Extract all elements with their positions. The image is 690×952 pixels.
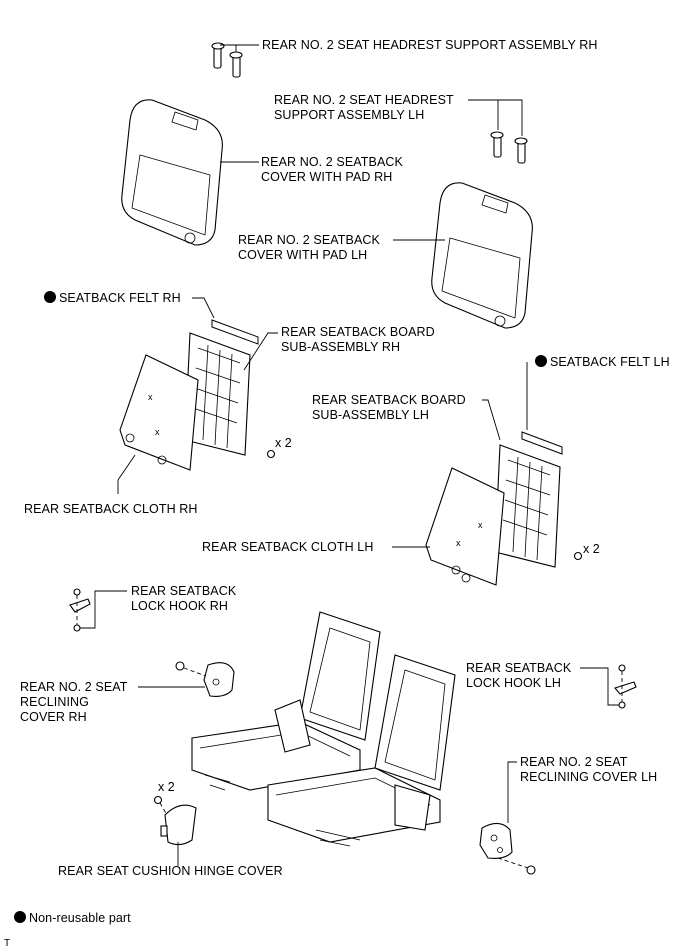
label-line: REAR NO. 2 SEATBACK xyxy=(261,155,403,169)
lock-hook-lh-drawing xyxy=(580,664,637,709)
lock-hook-rh-drawing xyxy=(69,588,127,632)
label-seatback-cloth-lh: REAR SEATBACK CLOTH LH xyxy=(202,540,374,554)
seatback-cover-lh-drawing xyxy=(393,182,533,329)
label-line: SUB-ASSEMBLY LH xyxy=(312,408,430,422)
seat-frame-rh-drawing xyxy=(191,611,381,791)
label-hinge-cover: REAR SEAT CUSHION HINGE COVER xyxy=(58,864,283,878)
svg-text:x: x xyxy=(148,392,153,402)
label-line: REAR SEATBACK BOARD xyxy=(312,393,466,407)
quantity-screw-lh: x 2 xyxy=(583,542,600,556)
seatback-cover-rh-drawing xyxy=(121,99,259,246)
label-line: COVER WITH PAD RH xyxy=(261,170,393,184)
label-line: REAR NO. 2 SEAT xyxy=(520,755,628,769)
headrest-support-rh-drawing xyxy=(211,42,259,78)
seatback-felt-lh-drawing xyxy=(521,362,563,455)
quantity-hinge-clips: x 2 xyxy=(158,780,175,794)
label-line: SUPPORT ASSEMBLY LH xyxy=(274,108,425,122)
label-seatback-felt-rh: SEATBACK FELT RH xyxy=(44,291,181,306)
label-line: COVER WITH PAD LH xyxy=(238,248,368,262)
seatback-cloth-rh-drawing: x x xyxy=(117,354,276,494)
label-lock-hook-lh: REAR SEATBACK LOCK HOOK LH xyxy=(466,661,571,691)
label-line: REAR SEATBACK xyxy=(131,584,237,598)
label-line: LOCK HOOK RH xyxy=(131,599,229,613)
label-seatback-board-lh: REAR SEATBACK BOARD SUB-ASSEMBLY LH xyxy=(312,393,466,423)
label-reclining-cover-rh: REAR NO. 2 SEAT RECLINING COVER RH xyxy=(20,680,128,725)
reclining-cover-rh-drawing xyxy=(138,661,235,697)
label-headrest-support-lh: REAR NO. 2 SEAT HEADREST SUPPORT ASSEMBL… xyxy=(274,93,454,123)
label-line: LOCK HOOK LH xyxy=(466,676,561,690)
corner-mark: T xyxy=(4,938,11,949)
non-reusable-dot-icon xyxy=(14,911,26,923)
non-reusable-dot-icon xyxy=(44,291,56,303)
quantity-screw-rh: x 2 xyxy=(275,436,292,450)
svg-text:x: x xyxy=(155,427,160,437)
label-seatback-cloth-rh: REAR SEATBACK CLOTH RH xyxy=(24,502,198,516)
seat-frame-lh-drawing xyxy=(267,654,456,847)
label-seatback-board-rh: REAR SEATBACK BOARD SUB-ASSEMBLY RH xyxy=(281,325,435,355)
label-line: REAR NO. 2 SEAT HEADREST xyxy=(274,93,454,107)
label-line: SUB-ASSEMBLY RH xyxy=(281,340,401,354)
label-seatback-cover-lh: REAR NO. 2 SEATBACK COVER WITH PAD LH xyxy=(238,233,380,263)
seatback-board-rh-drawing xyxy=(184,332,278,456)
label-seatback-cover-rh: REAR NO. 2 SEATBACK COVER WITH PAD RH xyxy=(261,155,403,185)
label-headrest-support-rh: REAR NO. 2 SEAT HEADREST SUPPORT ASSEMBL… xyxy=(262,38,598,52)
label-line: REAR SEATBACK xyxy=(466,661,572,675)
label-line: COVER RH xyxy=(20,710,87,724)
hinge-cover-drawing xyxy=(153,795,197,866)
label-line: RECLINING COVER LH xyxy=(520,770,658,784)
label-reclining-cover-lh: REAR NO. 2 SEAT RECLINING COVER LH xyxy=(520,755,657,785)
label-line: REAR NO. 2 SEATBACK xyxy=(238,233,380,247)
non-reusable-dot-icon xyxy=(535,355,547,367)
label-line: REAR SEATBACK BOARD xyxy=(281,325,435,339)
label-line: REAR NO. 2 SEAT xyxy=(20,680,128,694)
headrest-support-lh-drawing xyxy=(468,99,528,164)
label-seatback-felt-lh: SEATBACK FELT LH xyxy=(535,355,670,370)
reclining-cover-lh-drawing xyxy=(479,761,536,875)
seatback-board-lh-drawing xyxy=(482,399,561,568)
label-line: RECLINING xyxy=(20,695,89,709)
seatback-cloth-lh-drawing: x x xyxy=(392,467,583,586)
label-lock-hook-rh: REAR SEATBACK LOCK HOOK RH xyxy=(131,584,236,614)
legend-non-reusable: Non-reusable part xyxy=(14,911,131,926)
seatback-felt-rh-drawing xyxy=(192,297,259,345)
svg-text:x: x xyxy=(456,538,461,548)
svg-text:x: x xyxy=(478,520,483,530)
